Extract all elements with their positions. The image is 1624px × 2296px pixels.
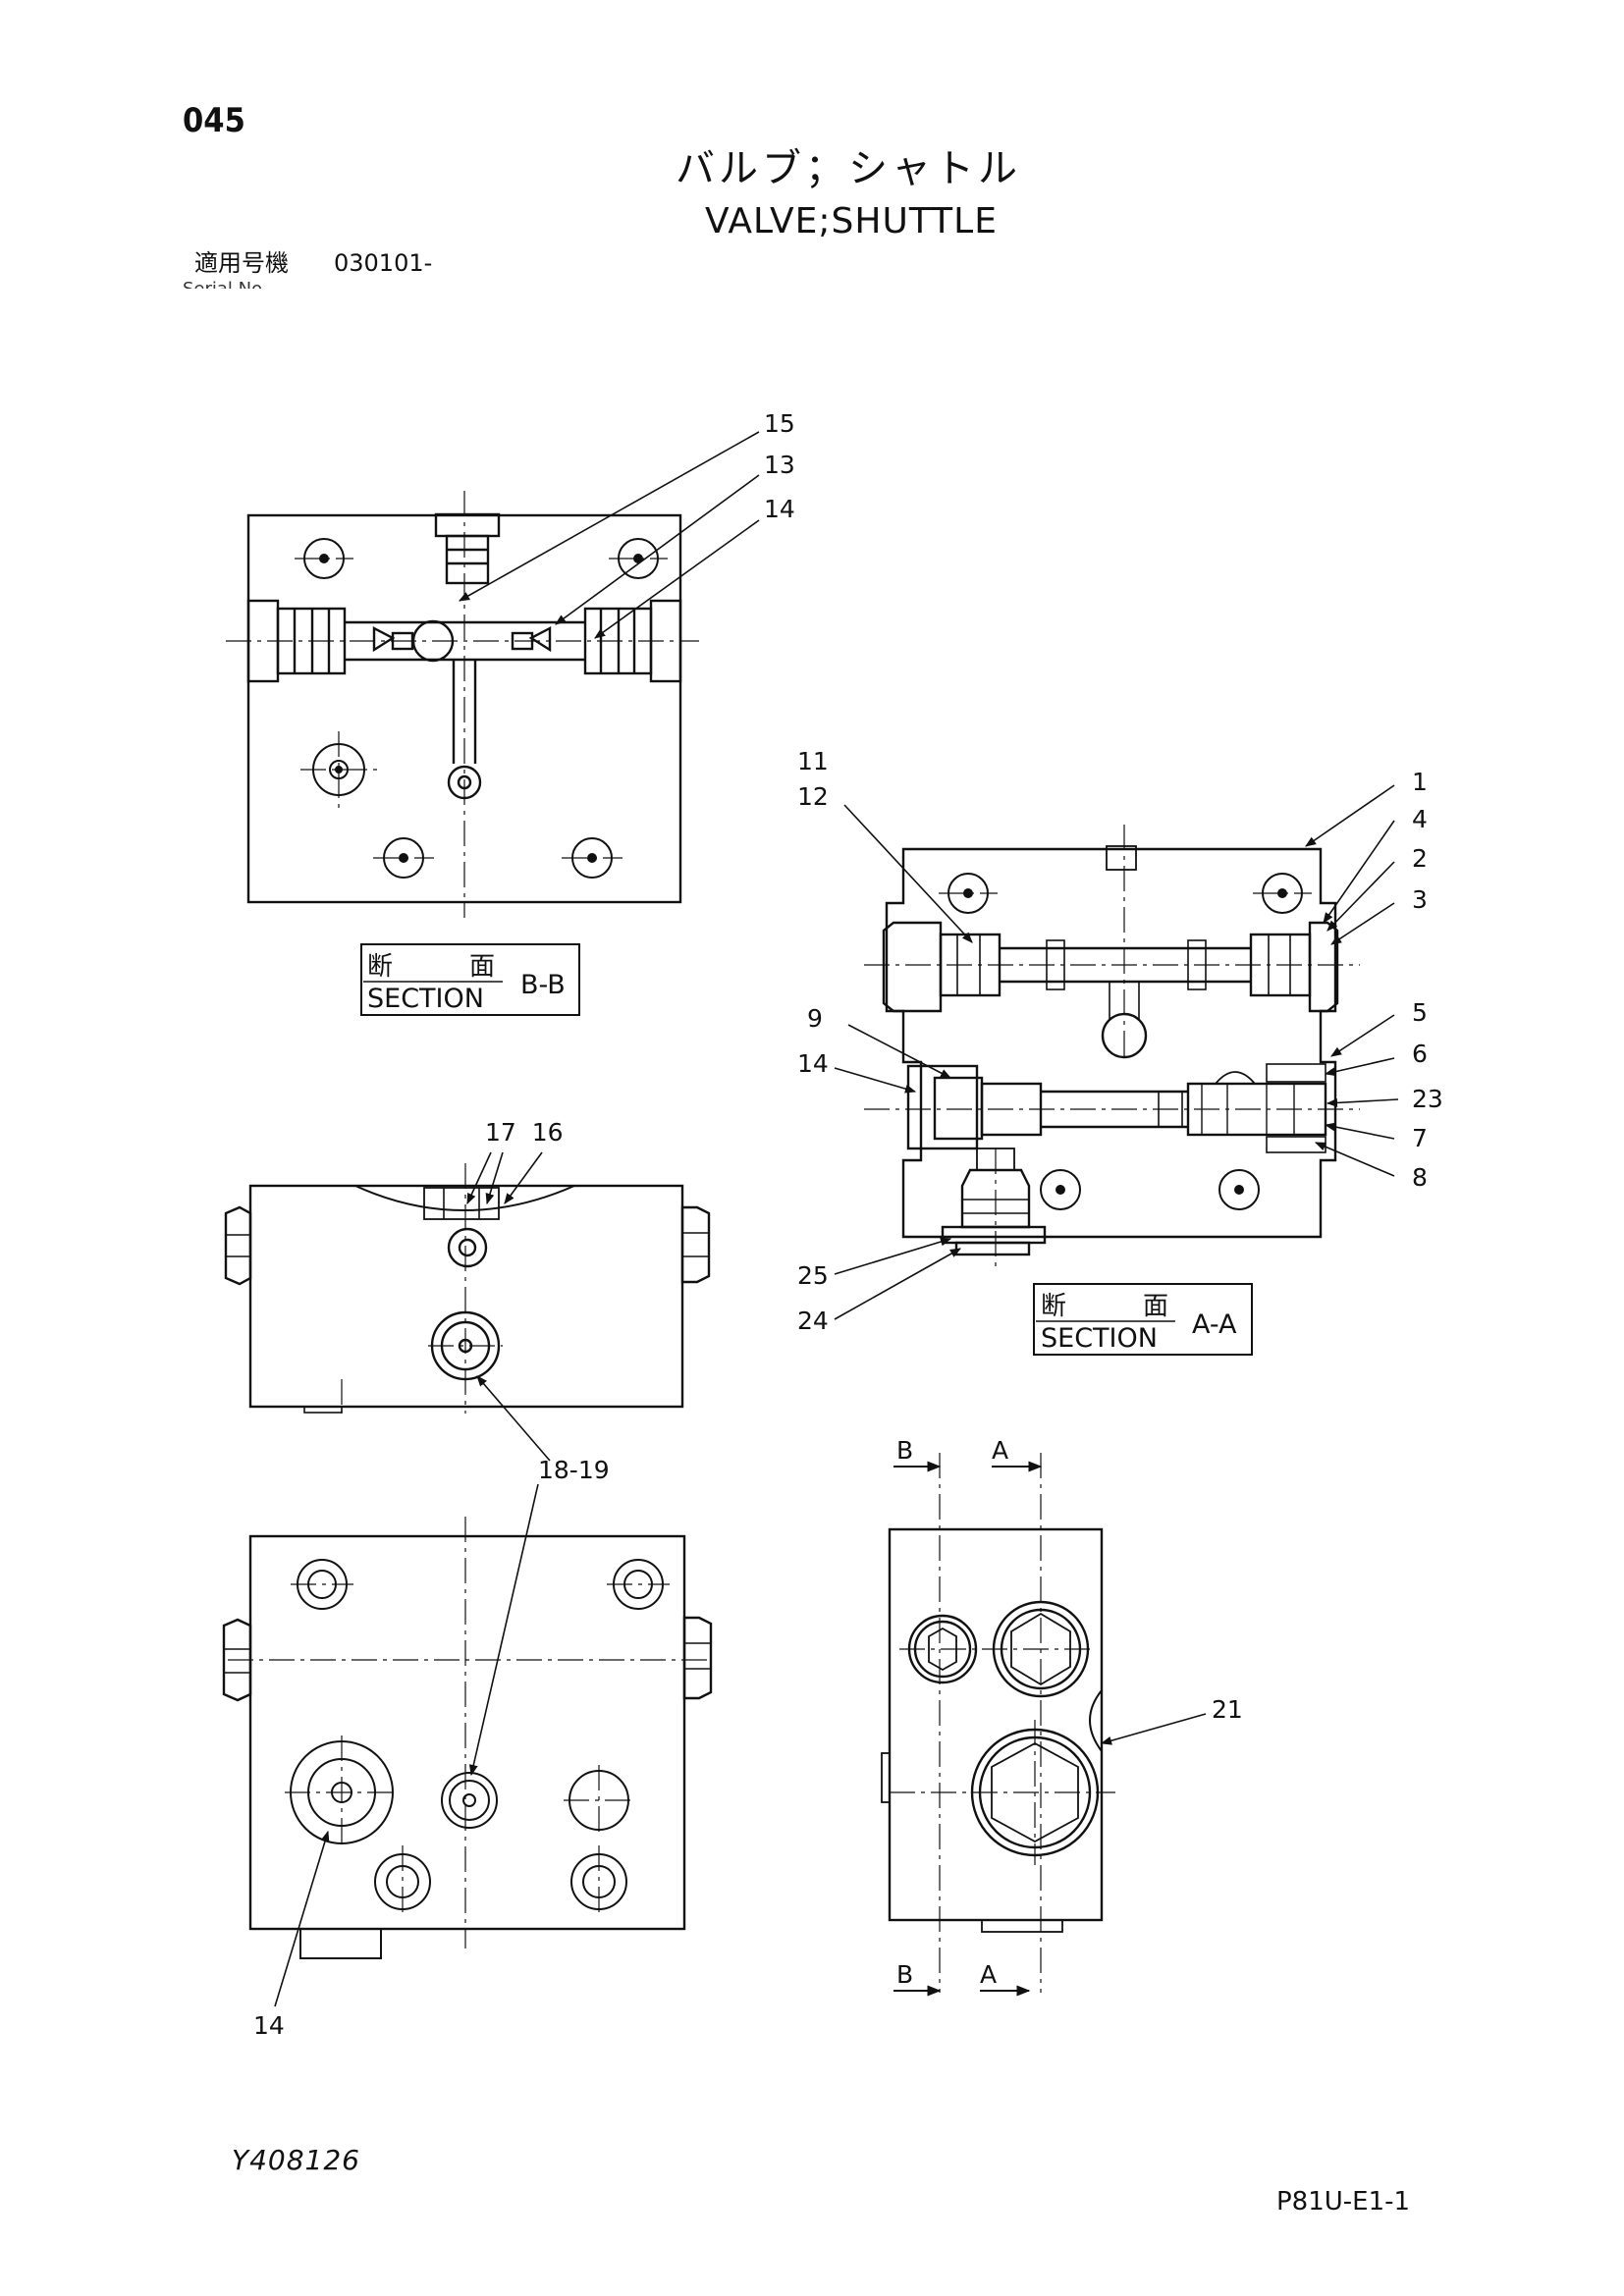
svg-text:面: 面 xyxy=(469,952,495,982)
serial-sublabel: Serial No. xyxy=(183,281,268,289)
callout-1: 1 xyxy=(1412,768,1428,796)
callout-11: 11 xyxy=(797,747,829,775)
title-japanese: バルブ；シャトル xyxy=(676,146,1021,191)
serial-range: 030101- xyxy=(334,249,433,277)
applicability-label: 適用号機 xyxy=(194,249,289,277)
callout-14-bottom: 14 xyxy=(253,2011,285,2040)
cut-marker-b-bottom: B xyxy=(896,1960,913,1989)
cut-marker-a-bottom: A xyxy=(980,1960,997,1989)
callout-15: 15 xyxy=(764,409,795,438)
callout-8: 8 xyxy=(1412,1163,1428,1192)
callout-14-top: 14 xyxy=(764,495,795,523)
sheet-reference: P81U-E1-1 xyxy=(1276,2187,1411,2216)
callout-14-mid: 14 xyxy=(797,1049,829,1078)
callout-4: 4 xyxy=(1412,805,1428,833)
svg-text:B-B: B-B xyxy=(520,970,566,1000)
callout-12: 12 xyxy=(797,782,829,811)
callout-17-16: 17 16 xyxy=(485,1118,564,1147)
svg-text:断: 断 xyxy=(367,952,393,982)
svg-text:面: 面 xyxy=(1143,1292,1168,1321)
callout-9: 9 xyxy=(807,1004,823,1033)
section-bb-view xyxy=(226,431,760,918)
section-bb-label: 断 面 SECTION B-B xyxy=(360,943,580,1016)
callout-21: 21 xyxy=(1212,1695,1243,1724)
callout-25: 25 xyxy=(797,1261,829,1290)
callout-13: 13 xyxy=(764,451,795,479)
callout-18-19: 18-19 xyxy=(538,1456,610,1484)
cut-marker-b-top: B xyxy=(896,1436,913,1465)
svg-text:SECTION: SECTION xyxy=(1041,1323,1158,1354)
section-aa-view xyxy=(834,784,1399,1320)
cut-marker-a-top: A xyxy=(992,1436,1008,1465)
callout-23: 23 xyxy=(1412,1085,1443,1113)
callout-2: 2 xyxy=(1412,844,1428,873)
front-view xyxy=(222,1483,713,2007)
svg-text:A-A: A-A xyxy=(1192,1309,1237,1340)
side-view xyxy=(224,1151,711,1462)
callout-5: 5 xyxy=(1412,998,1428,1027)
callout-3: 3 xyxy=(1412,885,1428,914)
callout-7: 7 xyxy=(1412,1124,1428,1152)
end-view xyxy=(881,1453,1207,1997)
callout-24: 24 xyxy=(797,1307,829,1335)
section-aa-label: 断 面 SECTION A-A xyxy=(1033,1283,1253,1356)
title-english: VALVE;SHUTTLE xyxy=(705,201,998,241)
document-reference: Y408126 xyxy=(232,2144,360,2176)
callout-6: 6 xyxy=(1412,1040,1428,1068)
svg-text:SECTION: SECTION xyxy=(367,984,484,1014)
page-number: 045 xyxy=(183,101,245,140)
svg-text:断: 断 xyxy=(1041,1292,1066,1321)
